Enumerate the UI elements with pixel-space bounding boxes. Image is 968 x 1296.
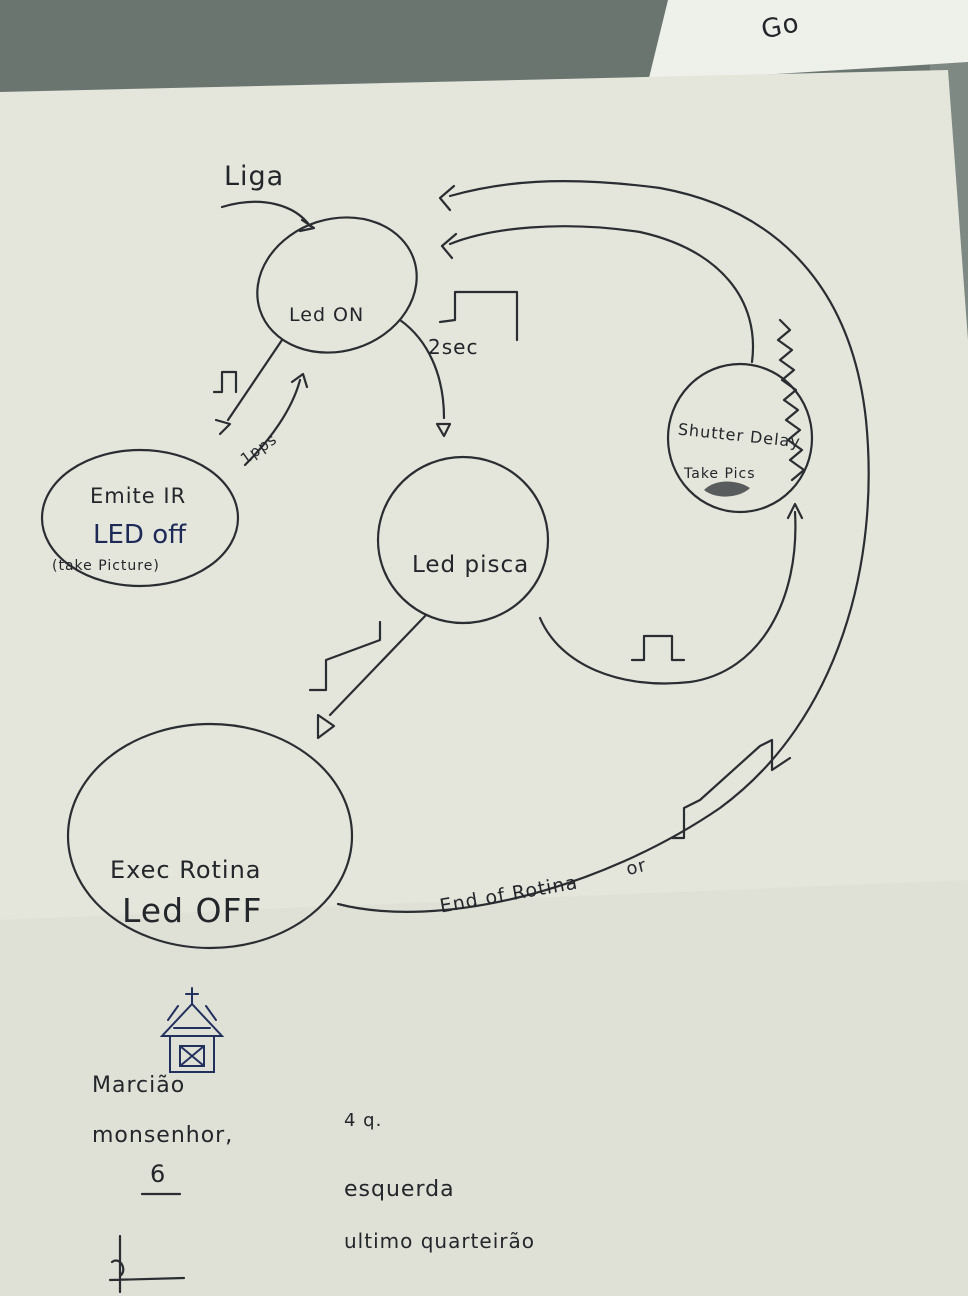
state-exec-rotina	[66, 722, 354, 950]
transition-shutter-to-on-head	[440, 232, 458, 260]
wavy-timer-line	[776, 318, 806, 482]
transition-on-to-emite-head	[214, 418, 232, 436]
note-line-2: monsenhor,	[92, 1123, 233, 1148]
transition-shutter-to-on	[448, 225, 755, 364]
transition-on-to-emite	[226, 338, 284, 422]
pulse-symbol-short	[212, 370, 238, 394]
transition-pisca-to-shutter	[538, 510, 797, 685]
pulse-symbol-rotina	[670, 738, 792, 840]
transition-pisca-to-shutter-head	[786, 502, 804, 520]
note-line-1: Marcião	[92, 1073, 185, 1098]
state-emite-ir-line2: LED off	[93, 520, 187, 550]
state-led-pisca-label: Led pisca	[412, 552, 529, 578]
note-line-3: 6	[150, 1160, 166, 1188]
pulse-symbol-pisca	[308, 620, 382, 692]
corner-paper	[648, 0, 968, 82]
paper-shading	[0, 880, 968, 1296]
transition-on-to-pisca-head	[435, 422, 452, 438]
state-led-on-label: Led ON	[289, 304, 364, 326]
state-led-on	[256, 216, 418, 354]
state-led-pisca	[376, 455, 550, 625]
bottom-scribble	[108, 1234, 186, 1294]
start-label: Liga	[224, 161, 284, 192]
note-line-6: ultimo quarteirão	[344, 1229, 535, 1253]
pulse-symbol-shutter	[630, 634, 686, 662]
transition-rotina-to-on	[336, 180, 870, 913]
transition-2sec-label: 2sec	[428, 335, 478, 359]
state-emite-ir-line3: (take Picture)	[52, 558, 160, 574]
note-line-5: esquerda	[344, 1177, 455, 1202]
state-emite-ir-line1: Emite IR	[90, 484, 186, 508]
transition-emite-to-on-head	[290, 372, 309, 389]
transition-emite-to-on	[243, 378, 302, 467]
note-line-4: 4 q.	[344, 1110, 382, 1131]
transition-or-label: or	[624, 855, 649, 880]
state-emite-ir	[40, 448, 240, 588]
transition-rotina-to-on-head	[438, 184, 456, 212]
start-arrowhead	[298, 218, 316, 233]
pulse-symbol-2sec	[438, 290, 519, 342]
state-exec-rotina-line1: Exec Rotina	[110, 856, 262, 884]
state-shutter-delay	[666, 362, 814, 514]
scribble-blot	[704, 481, 750, 497]
state-shutter-delay-line2: Take Pics	[683, 466, 756, 482]
state-exec-rotina-line2: Led OFF	[122, 891, 262, 930]
start-arrow	[220, 200, 312, 228]
transition-on-to-pisca	[398, 318, 446, 420]
transition-pisca-to-rotina-head	[316, 713, 336, 740]
paper-sheet	[0, 70, 968, 1296]
church-doodle	[159, 987, 225, 1073]
transition-pisca-to-rotina	[328, 613, 428, 717]
